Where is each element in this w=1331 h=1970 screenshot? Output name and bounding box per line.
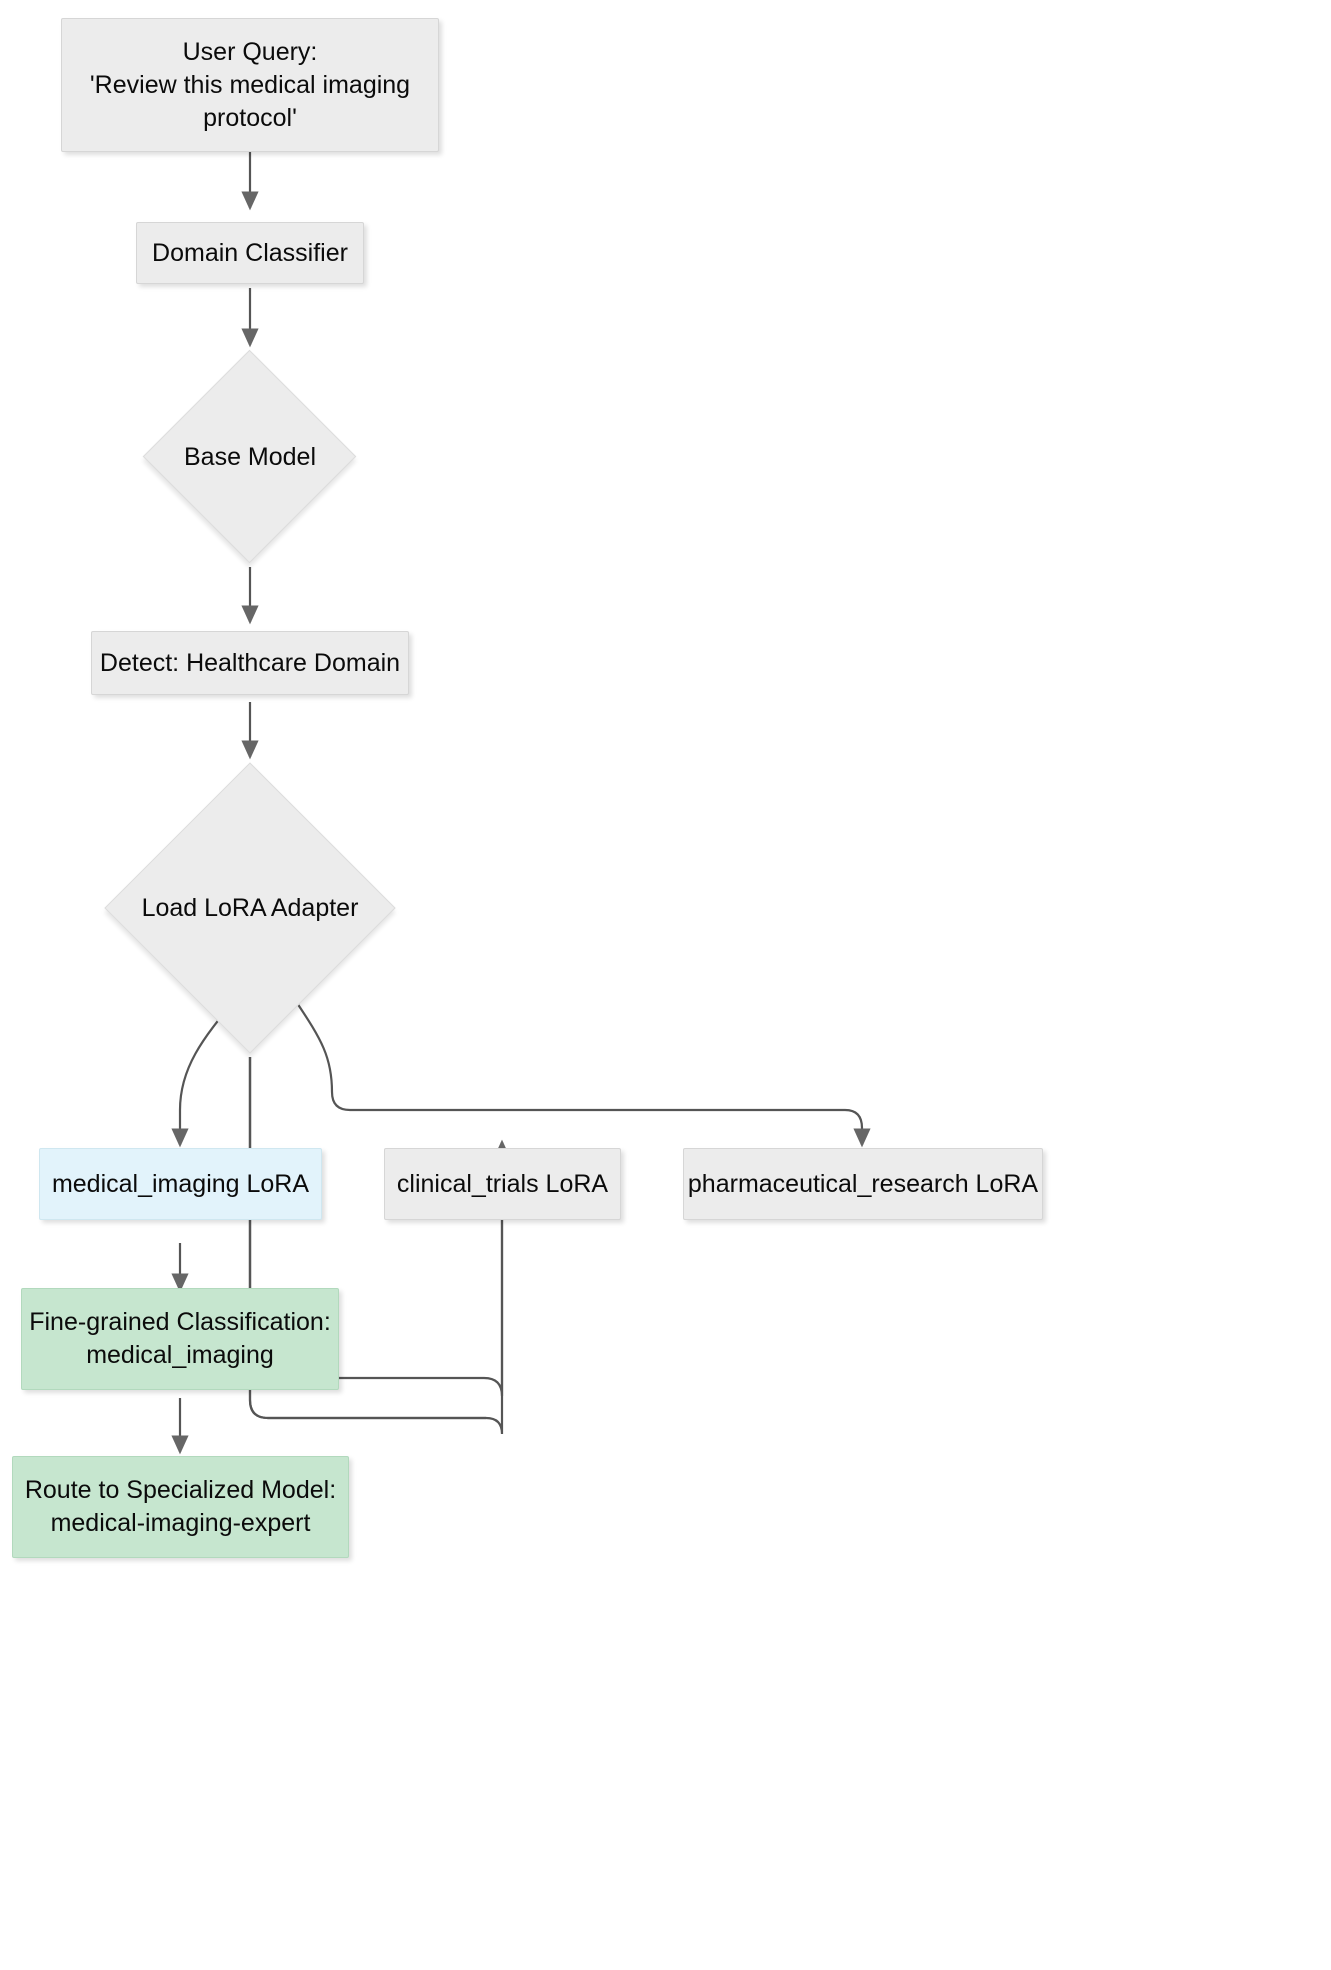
fine-grained-line-2: medical_imaging	[86, 1341, 274, 1369]
node-fine-grained-classification[interactable]: Fine-grained Classification: medical_ima…	[21, 1288, 339, 1390]
user-query-line-1: User Query:	[182, 37, 318, 66]
node-detect-domain[interactable]: Detect: Healthcare Domain	[91, 631, 409, 695]
route-specialized-line-1: Route to Specialized Model:	[24, 1476, 337, 1504]
user-query-line-3: protocol'	[203, 103, 297, 132]
node-route-to-specialized-model[interactable]: Route to Specialized Model: medical-imag…	[12, 1456, 349, 1558]
route-specialized-line-2: medical-imaging-expert	[50, 1509, 311, 1537]
node-domain-classifier[interactable]: Domain Classifier	[136, 222, 364, 284]
node-medical-imaging-lora[interactable]: medical_imaging LoRA	[39, 1148, 322, 1220]
domain-classifier-label: Domain Classifier	[152, 238, 348, 267]
clinical-trials-lora-label: clinical_trials LoRA	[396, 1169, 609, 1198]
node-user-query[interactable]: User Query: 'Review this medical imaging…	[61, 18, 439, 152]
user-query-line-2: 'Review this medical imaging	[89, 70, 411, 99]
medical-imaging-lora-label: medical_imaging LoRA	[51, 1169, 310, 1198]
base-model-label: Base Model	[183, 442, 317, 471]
node-base-model[interactable]: Base Model	[142, 349, 357, 564]
node-clinical-trials-lora[interactable]: clinical_trials LoRA	[384, 1148, 621, 1220]
detect-domain-label: Detect: Healthcare Domain	[99, 648, 401, 677]
fine-grained-line-1: Fine-grained Classification:	[29, 1308, 331, 1336]
pharmaceutical-research-lora-label: pharmaceutical_research LoRA	[687, 1169, 1039, 1198]
node-load-lora-adapter[interactable]: Load LoRA Adapter	[104, 762, 396, 1054]
node-pharmaceutical-research-lora[interactable]: pharmaceutical_research LoRA	[683, 1148, 1043, 1220]
load-lora-label: Load LoRA Adapter	[141, 893, 359, 922]
